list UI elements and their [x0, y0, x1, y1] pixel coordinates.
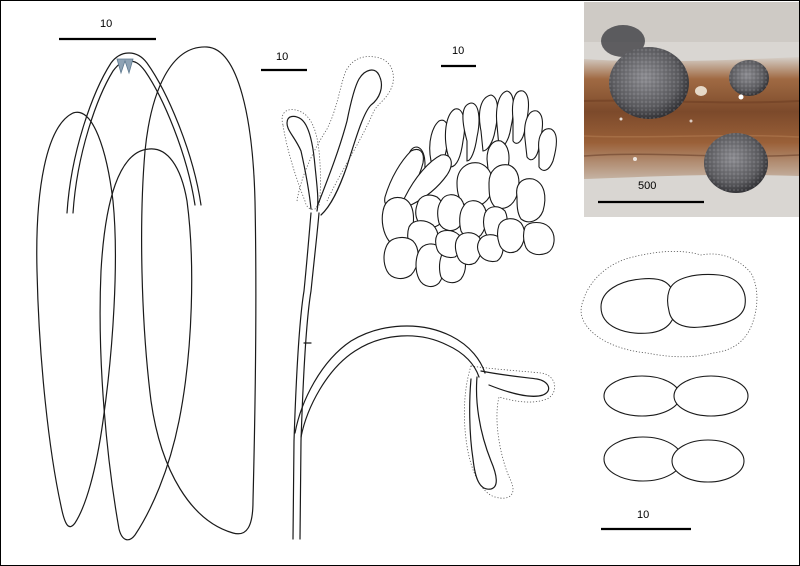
ascospore-cell — [671, 439, 745, 483]
excipulum-drawing — [381, 90, 558, 288]
excipulum-globose-cell — [522, 221, 555, 256]
habit-photo — [583, 2, 799, 217]
scale-label-photo: 500 — [638, 180, 657, 192]
excipulum-clavate-cell — [524, 110, 544, 161]
ascospore-cell — [666, 273, 746, 328]
excipulum-globose-cell — [488, 164, 520, 210]
paraphysis-halo-upper — [296, 56, 394, 202]
asci-drawing — [36, 46, 257, 541]
ascospores-drawing — [580, 250, 758, 483]
ascus-apical-apparatus — [116, 58, 134, 75]
ascospore-cell — [603, 436, 683, 482]
excipulum-clavate-cell — [538, 128, 558, 171]
paraphysis-branch-upper-left — [286, 115, 319, 212]
paraphysis-tip-lower-down — [469, 376, 497, 490]
excipulum-globose-cell — [476, 234, 504, 263]
paraphysis-stem-main-right — [299, 212, 320, 540]
ascospore-gel-sheath — [580, 250, 758, 358]
paraphysis-branch-lower-inner — [300, 335, 480, 438]
scale-label-excipulum: 10 — [452, 45, 465, 57]
excipulum-globose-cell — [415, 243, 446, 288]
excipulum-clavate-cell — [462, 102, 480, 162]
paraphysis-stem-main-left — [292, 212, 312, 540]
excipulum-globose-cell — [456, 162, 494, 208]
scale-label-ascospores: 10 — [637, 509, 650, 521]
paraphysis-halo-left — [281, 109, 321, 210]
excipulum-globose-cell — [516, 178, 546, 223]
excipulum-globose-cell — [496, 218, 526, 254]
paraphyses-drawing — [281, 56, 555, 540]
ascospore-cell — [603, 375, 681, 417]
ascus-outline-middle — [99, 148, 193, 541]
excipulum-globose-cell — [434, 229, 462, 259]
ascus-immature-wall-inner — [72, 60, 196, 214]
excipulum-globose-cell — [383, 236, 419, 280]
ascus-outline-right — [141, 46, 257, 535]
excipulum-globose-cell — [459, 200, 488, 240]
paraphysis-halo-lower — [463, 365, 555, 499]
ascospore-cell — [600, 278, 676, 334]
paraphysis-tip-lower-right — [480, 370, 550, 397]
excipulum-globose-cell — [454, 232, 483, 266]
ascus-immature-wall-outer — [66, 52, 202, 214]
scale-label-asci: 10 — [100, 18, 113, 30]
excipulum-clavate-cell — [495, 90, 515, 148]
scale-label-paraphyses: 10 — [276, 51, 289, 63]
paraphysis-branch-lower-outer — [294, 325, 486, 434]
excipulum-globose-cell — [437, 194, 466, 232]
ascus-outline-left — [36, 111, 116, 528]
ascospore-cell — [673, 375, 749, 417]
paraphysis-branch-upper-right — [316, 69, 383, 216]
